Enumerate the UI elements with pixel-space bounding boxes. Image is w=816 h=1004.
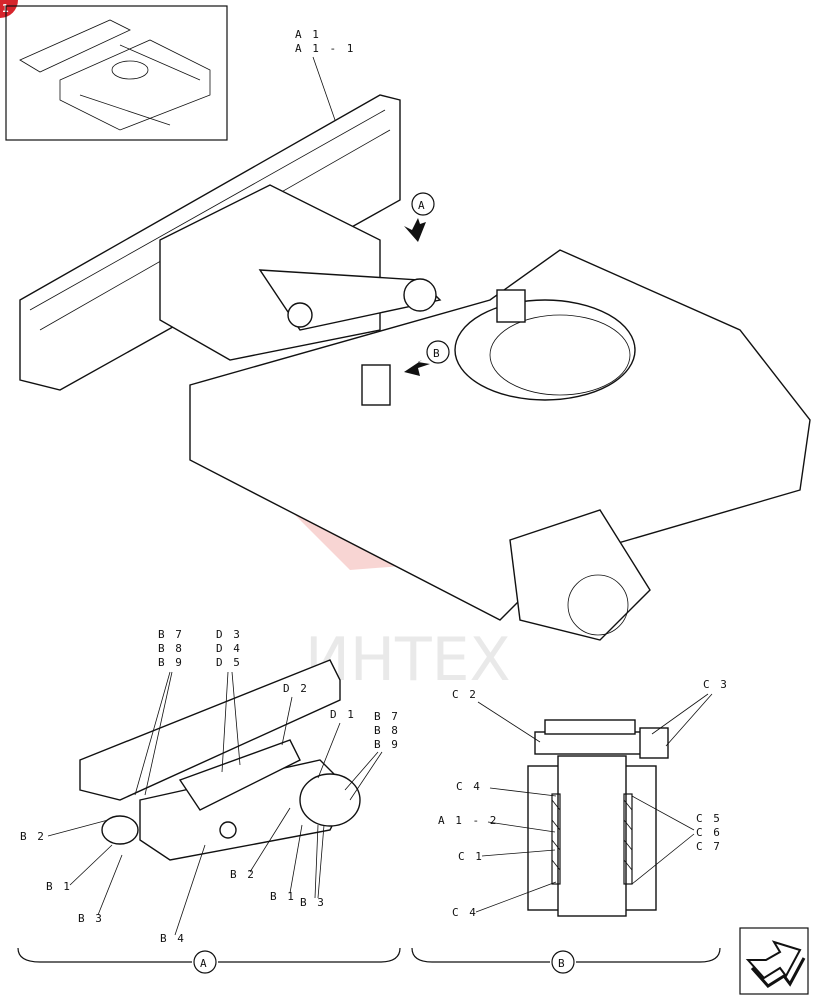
svg-text:D 2: D 2 xyxy=(283,682,309,695)
callout-a1-1: A 1 - 1 xyxy=(295,42,355,55)
svg-text:B 1: B 1 xyxy=(46,880,72,893)
svg-text:C 5: C 5 xyxy=(696,812,722,825)
svg-text:D 1: D 1 xyxy=(330,708,356,721)
arrow-b-label: B xyxy=(433,347,440,360)
svg-text:C 1: C 1 xyxy=(458,850,484,863)
callout-a1: A 1 xyxy=(295,28,321,41)
svg-text:B 8: B 8 xyxy=(158,642,184,655)
svg-text:B 2: B 2 xyxy=(230,868,256,881)
svg-text:B 7: B 7 xyxy=(158,628,184,641)
detail-b: C 2 C 3 C 4 A 1 - 2 C 1 C 4 C 5 C 6 C 7 … xyxy=(411,678,729,974)
detail-a: B 7 B 8 B 9 D 3 D 4 D 5 D 2 D 1 B 7 B 8 … xyxy=(17,628,401,974)
svg-text:B 7: B 7 xyxy=(374,710,400,723)
svg-text:C 6: C 6 xyxy=(696,826,722,839)
svg-text:B 9: B 9 xyxy=(374,738,400,751)
next-page-arrow-icon xyxy=(745,940,806,988)
arrow-a-label: A xyxy=(418,199,425,212)
svg-text:C 4: C 4 xyxy=(452,906,478,919)
detail-b-label: B xyxy=(558,957,565,970)
svg-text:C 3: C 3 xyxy=(703,678,729,691)
svg-text:C 2: C 2 xyxy=(452,688,478,701)
svg-text:D 3: D 3 xyxy=(216,628,242,641)
detail-a-label: A xyxy=(200,957,207,970)
svg-text:B 1: B 1 xyxy=(270,890,296,903)
svg-text:B 3: B 3 xyxy=(300,896,326,909)
svg-text:C 4: C 4 xyxy=(456,780,482,793)
svg-text:B 9: B 9 xyxy=(158,656,184,669)
svg-text:D 4: D 4 xyxy=(216,642,242,655)
svg-text:B 3: B 3 xyxy=(78,912,104,925)
svg-text:B 2: B 2 xyxy=(20,830,46,843)
svg-text:D 5: D 5 xyxy=(216,656,242,669)
svg-text:B 4: B 4 xyxy=(160,932,186,945)
main-view: A 1 A 1 - 1 A B xyxy=(19,28,811,641)
next-page-button[interactable] xyxy=(739,927,809,995)
svg-text:A 1 - 2: A 1 - 2 xyxy=(438,814,498,827)
page-marker: 1 xyxy=(0,0,18,18)
svg-text:B 8: B 8 xyxy=(374,724,400,737)
thumbnail-inset xyxy=(5,5,228,141)
svg-text:C 7: C 7 xyxy=(696,840,722,853)
